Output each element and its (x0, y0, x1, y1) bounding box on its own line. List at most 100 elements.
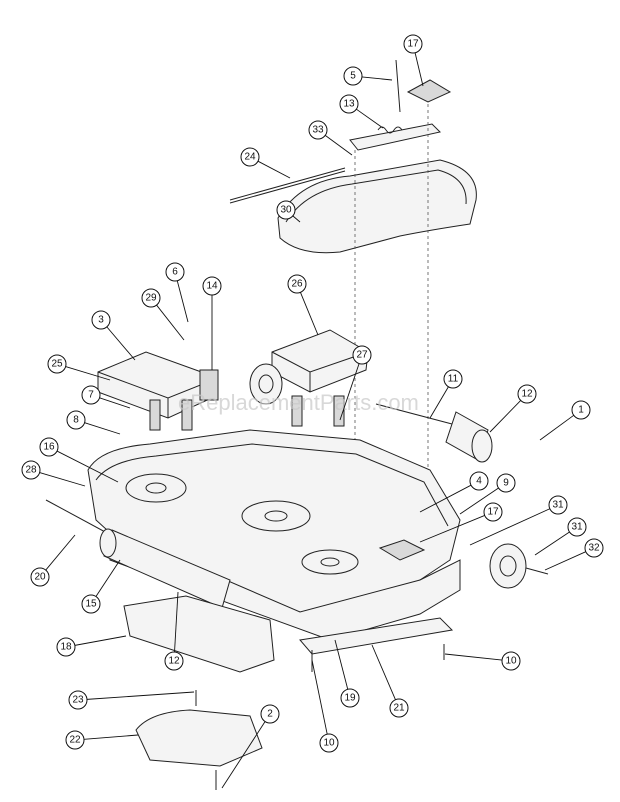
callout-leader-line (106, 326, 136, 361)
callout-27: 27 (339, 345, 372, 421)
callout-leader-line (334, 639, 349, 690)
callout-circle (567, 517, 587, 537)
callout-leader-line (86, 691, 195, 700)
callout-label: 8 (73, 415, 79, 426)
callout-leader-line (469, 508, 550, 546)
callout-12: 12 (164, 591, 184, 671)
callout-circle (548, 495, 568, 515)
callout-circle (517, 384, 537, 404)
watermark-text: eReplacementParts.com (178, 390, 419, 415)
callout-circle (91, 310, 111, 330)
callout-2: 2 (221, 704, 280, 789)
callout-label: 27 (356, 350, 368, 361)
callout-label: 30 (280, 205, 292, 216)
callout-circle (343, 66, 363, 86)
callout-circle (469, 471, 489, 491)
callout-leader-line (324, 134, 353, 156)
callout-leader-line (356, 108, 384, 129)
callout-33: 33 (308, 120, 353, 156)
callout-15: 15 (81, 559, 121, 614)
callout-circle (496, 473, 516, 493)
callout-label: 29 (145, 293, 157, 304)
callout-label: 17 (407, 39, 419, 50)
callout-label: 25 (51, 359, 63, 370)
callout-22: 22 (65, 730, 139, 750)
callout-label: 18 (60, 642, 72, 653)
callout-label: 7 (88, 390, 94, 401)
callout-8: 8 (66, 410, 121, 435)
callout-label: 15 (85, 599, 97, 610)
callout-23: 23 (68, 690, 195, 710)
callout-18: 18 (56, 635, 127, 657)
callout-leader-line (429, 386, 449, 419)
callout-circle (202, 276, 222, 296)
callout-leader-line (339, 363, 360, 421)
callout-14: 14 (202, 276, 222, 370)
callout-label: 20 (34, 572, 46, 583)
callout-label: 5 (350, 71, 356, 82)
callout-21: 21 (371, 644, 409, 718)
callout-30: 30 (276, 200, 301, 223)
callout-leader-line (459, 487, 499, 515)
callout-24: 24 (240, 147, 291, 179)
callout-circle (21, 460, 41, 480)
callout-circle (39, 437, 59, 457)
callout-leader-line (544, 551, 586, 571)
callout-leader-line (444, 653, 503, 661)
callout-leader-line (176, 280, 189, 323)
callout-circle (389, 698, 409, 718)
callout-leader-line (45, 534, 76, 571)
callout-label: 1 (578, 405, 584, 416)
callout-label: 32 (588, 543, 600, 554)
callout-circle (81, 594, 101, 614)
callout-circle (339, 94, 359, 114)
callout-label: 10 (323, 738, 335, 749)
callout-29: 29 (141, 288, 185, 341)
callout-leader-line (99, 397, 131, 409)
callout-leader-line (371, 644, 396, 700)
callout-leader-line (83, 734, 139, 740)
callout-label: 9 (503, 478, 509, 489)
callout-label: 14 (206, 281, 218, 292)
callout-circle (68, 690, 88, 710)
callout-19: 19 (334, 639, 360, 708)
callout-leader-line (539, 414, 575, 441)
callout-circle (319, 733, 339, 753)
callout-leader-line (221, 721, 266, 789)
callout-circle (571, 400, 591, 420)
callout-circle (165, 262, 185, 282)
callout-leader-line (419, 484, 472, 513)
callout-11: 11 (429, 369, 463, 419)
callout-circle (403, 34, 423, 54)
callout-10: 10 (311, 659, 339, 753)
callout-31: 31 (534, 517, 587, 556)
callout-4: 4 (419, 471, 489, 513)
callout-26: 26 (287, 274, 319, 336)
callout-label: 2 (267, 709, 273, 720)
callout-17: 17 (403, 34, 424, 87)
callout-circle (308, 120, 328, 140)
callout-circle (352, 345, 372, 365)
callout-label: 24 (244, 152, 256, 163)
callout-label: 21 (393, 703, 405, 714)
callout-leader-line (414, 52, 424, 87)
callout-leader-line (361, 76, 393, 81)
callout-circle (141, 288, 161, 308)
callout-leader-line (84, 422, 121, 435)
callout-leader-line (56, 450, 119, 483)
callout-label: 12 (168, 656, 180, 667)
callout-3: 3 (91, 310, 136, 361)
callout-label: 31 (552, 500, 564, 511)
callout-label: 11 (448, 374, 459, 385)
callout-label: 17 (487, 507, 499, 518)
callout-1: 1 (539, 400, 591, 441)
callout-label: 13 (343, 99, 355, 110)
callout-circle (56, 637, 76, 657)
callout-28: 28 (21, 460, 86, 487)
parts-drawing (45, 59, 549, 790)
callout-leader-line (489, 400, 522, 433)
callout-leader-line (95, 559, 121, 597)
callout-12: 12 (489, 384, 537, 433)
